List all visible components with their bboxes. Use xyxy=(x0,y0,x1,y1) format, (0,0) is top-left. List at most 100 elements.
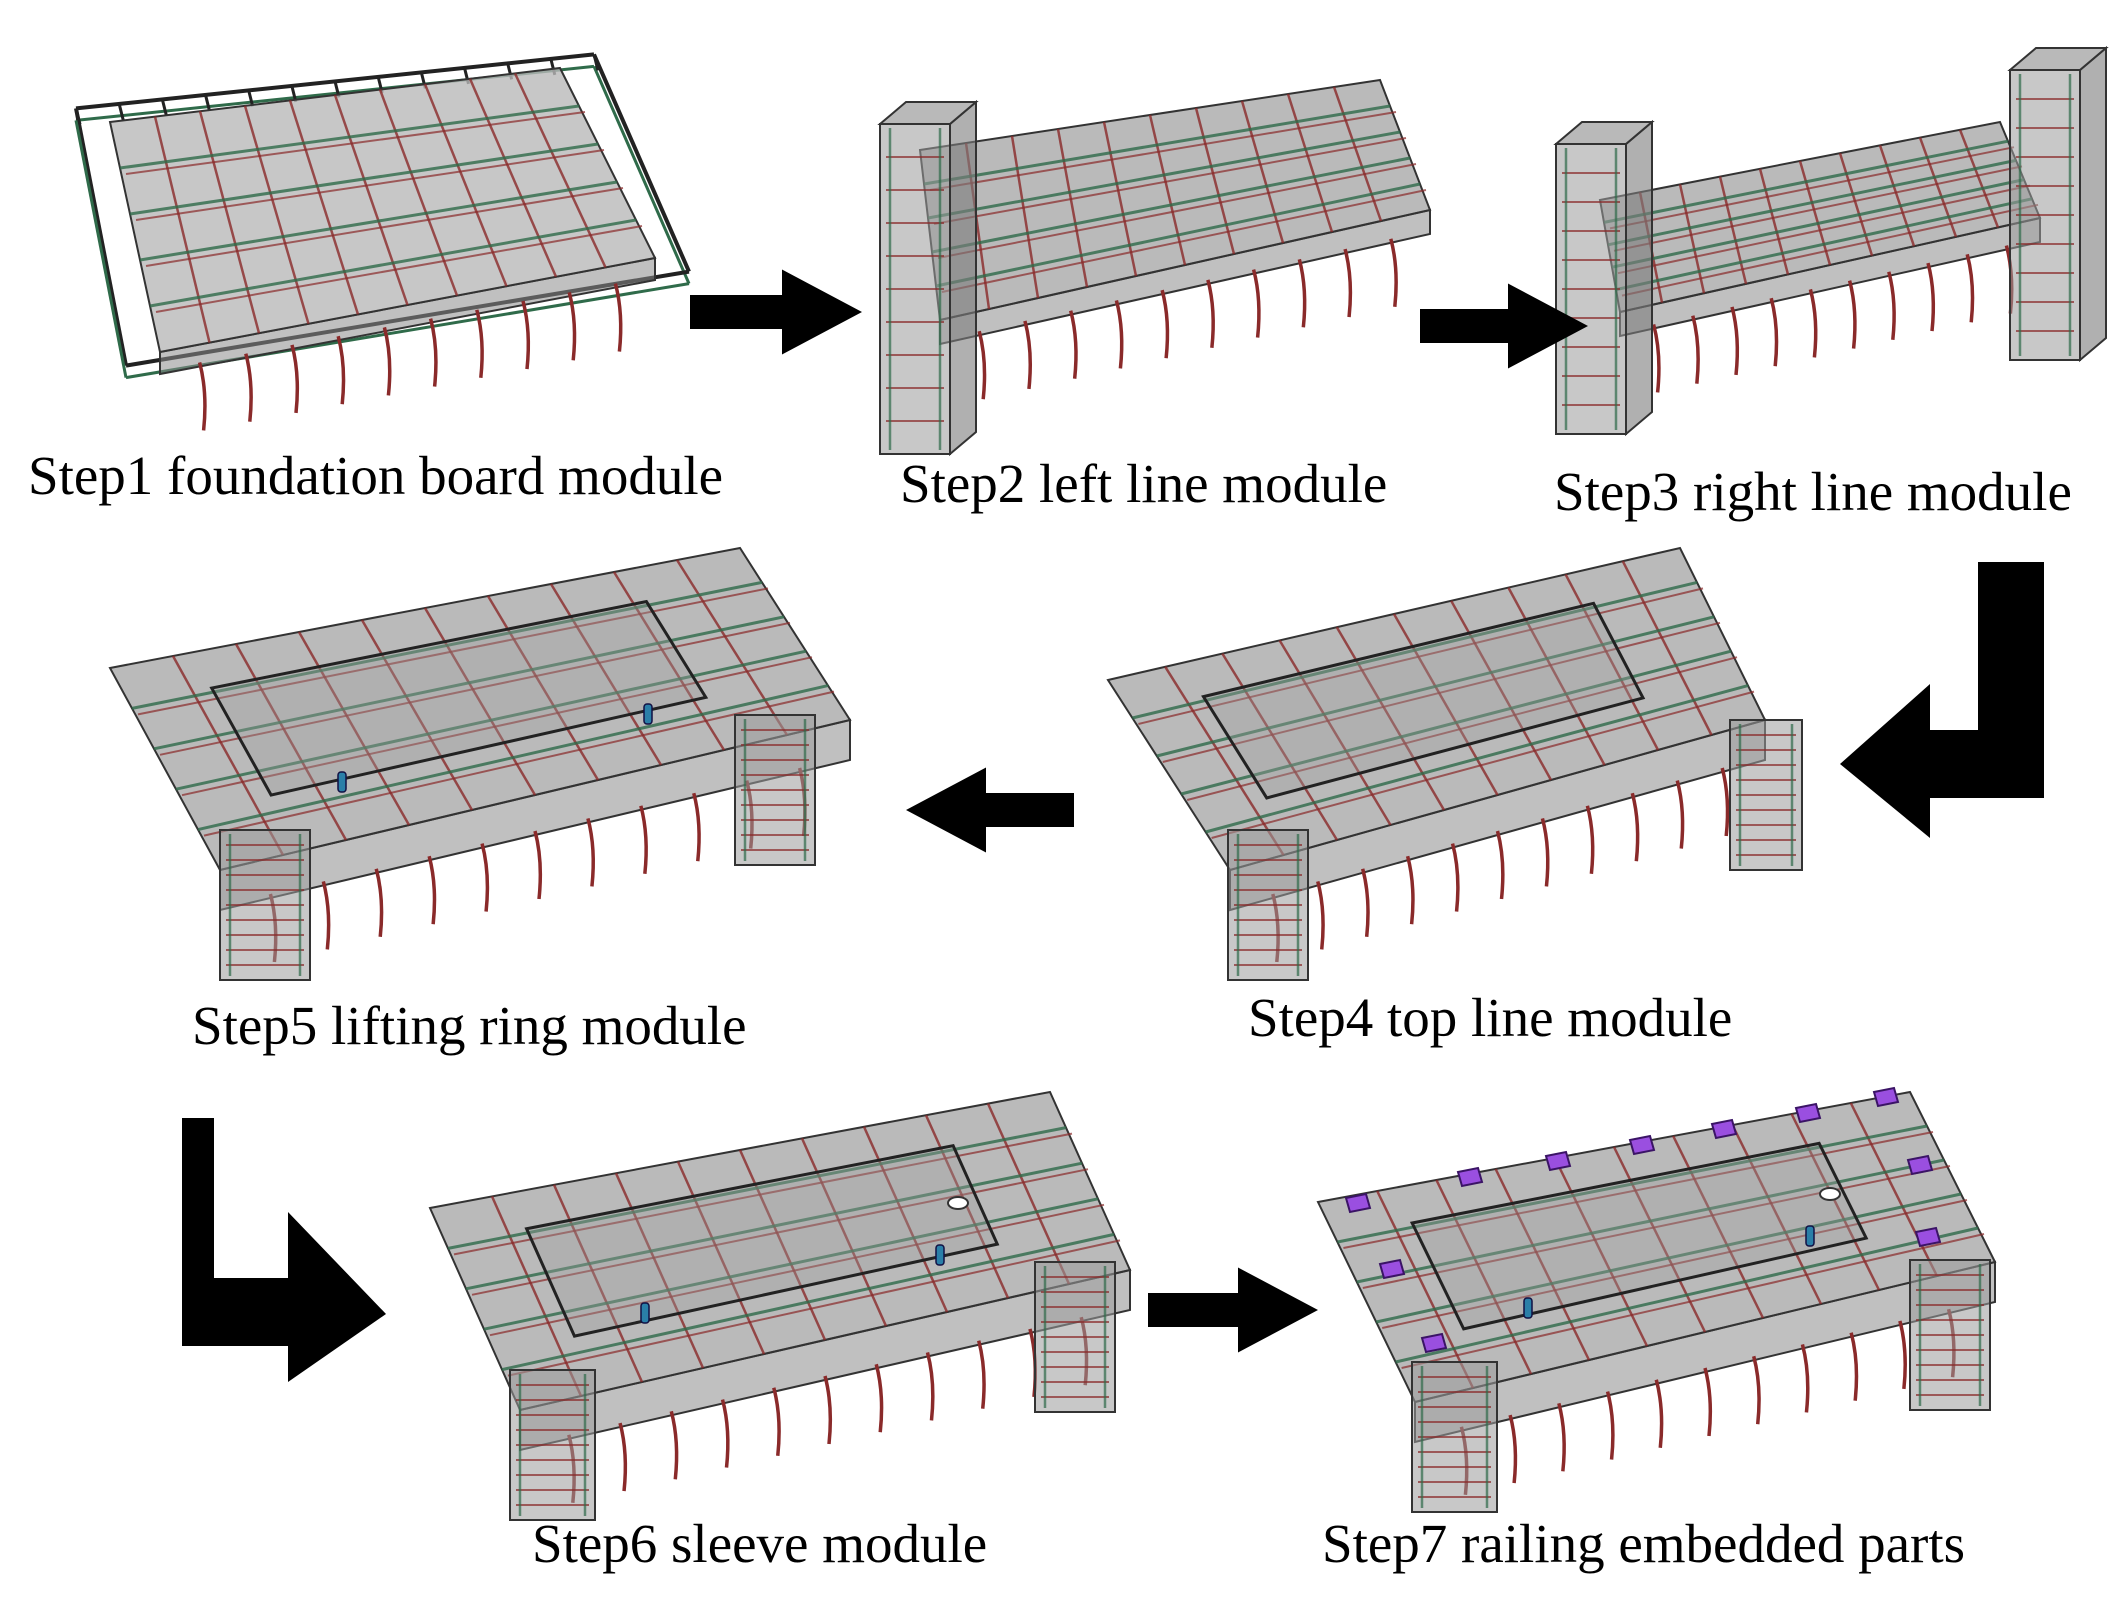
rebar-line xyxy=(937,163,1417,259)
arrow-step5-to-step6 xyxy=(182,1118,386,1382)
rebar-line xyxy=(929,111,1397,191)
rebar-line xyxy=(1718,176,1748,285)
rebar-line xyxy=(941,189,1427,293)
starter-bar xyxy=(977,330,987,400)
top-beam-inner-edge xyxy=(524,1143,1000,1338)
step5-top-ring xyxy=(209,599,709,797)
starter-bar xyxy=(1691,315,1700,384)
arrow-step6-to-step7 xyxy=(1148,1267,1318,1353)
starter-bar xyxy=(586,817,596,887)
starter-bar xyxy=(1720,767,1730,837)
step3-wall-column-1 xyxy=(1553,119,1655,437)
rebar-line xyxy=(129,142,599,216)
starter-bar xyxy=(427,855,437,925)
top-beam-inner-edge xyxy=(1409,1141,1869,1331)
starter-bar xyxy=(1557,1402,1566,1472)
starter-bar xyxy=(321,880,331,950)
rebar-line xyxy=(1194,107,1236,255)
starter-bar xyxy=(1769,297,1779,367)
column-side-face xyxy=(2079,45,2107,363)
rebar-line xyxy=(1332,86,1383,222)
rebar-line xyxy=(1918,137,1958,238)
rebar-line xyxy=(1798,160,1832,266)
frame-tie xyxy=(592,54,600,71)
sleeve xyxy=(1819,1187,1841,1201)
rebar-line xyxy=(1615,197,2033,292)
rebar-line xyxy=(1613,165,2023,252)
step7-top-ring xyxy=(1409,1141,1869,1331)
rebar-line xyxy=(139,180,618,262)
step1-slab xyxy=(108,66,657,431)
rebar-line xyxy=(1401,1233,1985,1369)
railing-embedded-plate xyxy=(1420,1332,1448,1354)
column-side-face xyxy=(1625,119,1653,437)
railing-embedded-plate xyxy=(1344,1192,1372,1214)
starter-bar xyxy=(382,326,392,396)
rebar-line xyxy=(483,1197,1099,1331)
lifting-ring-body xyxy=(1523,1297,1533,1319)
rebar-line xyxy=(1010,135,1040,299)
starter-bar xyxy=(1316,880,1325,950)
rebar-line xyxy=(1838,152,1874,256)
rebar-line xyxy=(1958,129,2000,228)
starter-bar xyxy=(336,335,346,405)
rebar-line xyxy=(1758,168,1790,275)
starter-bar xyxy=(1297,258,1307,328)
rebar-line xyxy=(927,130,1401,220)
step4-wall-column-1 xyxy=(1227,829,1309,981)
step4-caption: Step4 top line module xyxy=(1248,987,1733,1048)
starter-bar xyxy=(521,300,531,370)
top-beam-inner-edge xyxy=(209,599,709,797)
starter-bar xyxy=(1495,830,1505,900)
starter-bar xyxy=(475,309,484,379)
lifting-ring-body xyxy=(935,1244,945,1266)
arrow-step2-to-step3 xyxy=(1420,283,1588,369)
rebar-line xyxy=(1607,158,2017,247)
rebar-line xyxy=(453,1132,1073,1256)
rebar-line xyxy=(1609,146,2015,230)
starter-bar xyxy=(1887,271,1896,341)
frame-bar xyxy=(592,65,691,285)
railing-embedded-plate xyxy=(1794,1102,1822,1124)
rebar-line xyxy=(125,111,586,175)
rebar-line xyxy=(145,187,624,267)
rebar-line xyxy=(465,1161,1083,1291)
rebar-line xyxy=(1395,1226,1979,1364)
frame-tie xyxy=(247,90,255,107)
starter-bar xyxy=(925,1352,935,1421)
rebar-line xyxy=(489,1203,1105,1337)
starter-bar xyxy=(244,353,253,422)
rebar-line xyxy=(153,615,785,751)
step1-module xyxy=(74,52,691,431)
rebar-line xyxy=(1180,649,1732,796)
starter-bar xyxy=(1251,269,1261,338)
rebar-line xyxy=(1286,93,1334,233)
rebar-line xyxy=(1132,580,1698,720)
rebar-line xyxy=(1678,184,1706,294)
starter-bar xyxy=(1023,320,1033,390)
starter-bar xyxy=(977,1340,986,1409)
step6-top-ring xyxy=(524,1143,1000,1338)
railing-embedded-plate xyxy=(1906,1154,1934,1176)
rebar-line xyxy=(933,137,1407,225)
lifting-ring-body xyxy=(643,703,653,725)
lifting-ring xyxy=(1805,1225,1815,1247)
arrow-step3-to-step4 xyxy=(1840,562,2044,838)
starter-bar xyxy=(1730,306,1740,376)
step2-wall-column-1 xyxy=(877,99,979,457)
starter-bar xyxy=(480,843,490,912)
rebar-line xyxy=(1621,203,2039,297)
starter-bar xyxy=(197,362,207,431)
lifting-ring xyxy=(1523,1297,1533,1319)
rebar-line xyxy=(203,690,835,837)
step2-module xyxy=(877,78,1432,457)
rebar-line xyxy=(1205,684,1749,834)
starter-bar xyxy=(1847,280,1857,349)
rebar-line xyxy=(119,104,580,170)
railing-embedded-plate xyxy=(1914,1226,1942,1248)
rebar-line xyxy=(923,104,1391,186)
lifting-ring-body xyxy=(640,1302,650,1324)
rebar-line xyxy=(1611,178,2025,269)
lifting-ring xyxy=(337,771,347,793)
